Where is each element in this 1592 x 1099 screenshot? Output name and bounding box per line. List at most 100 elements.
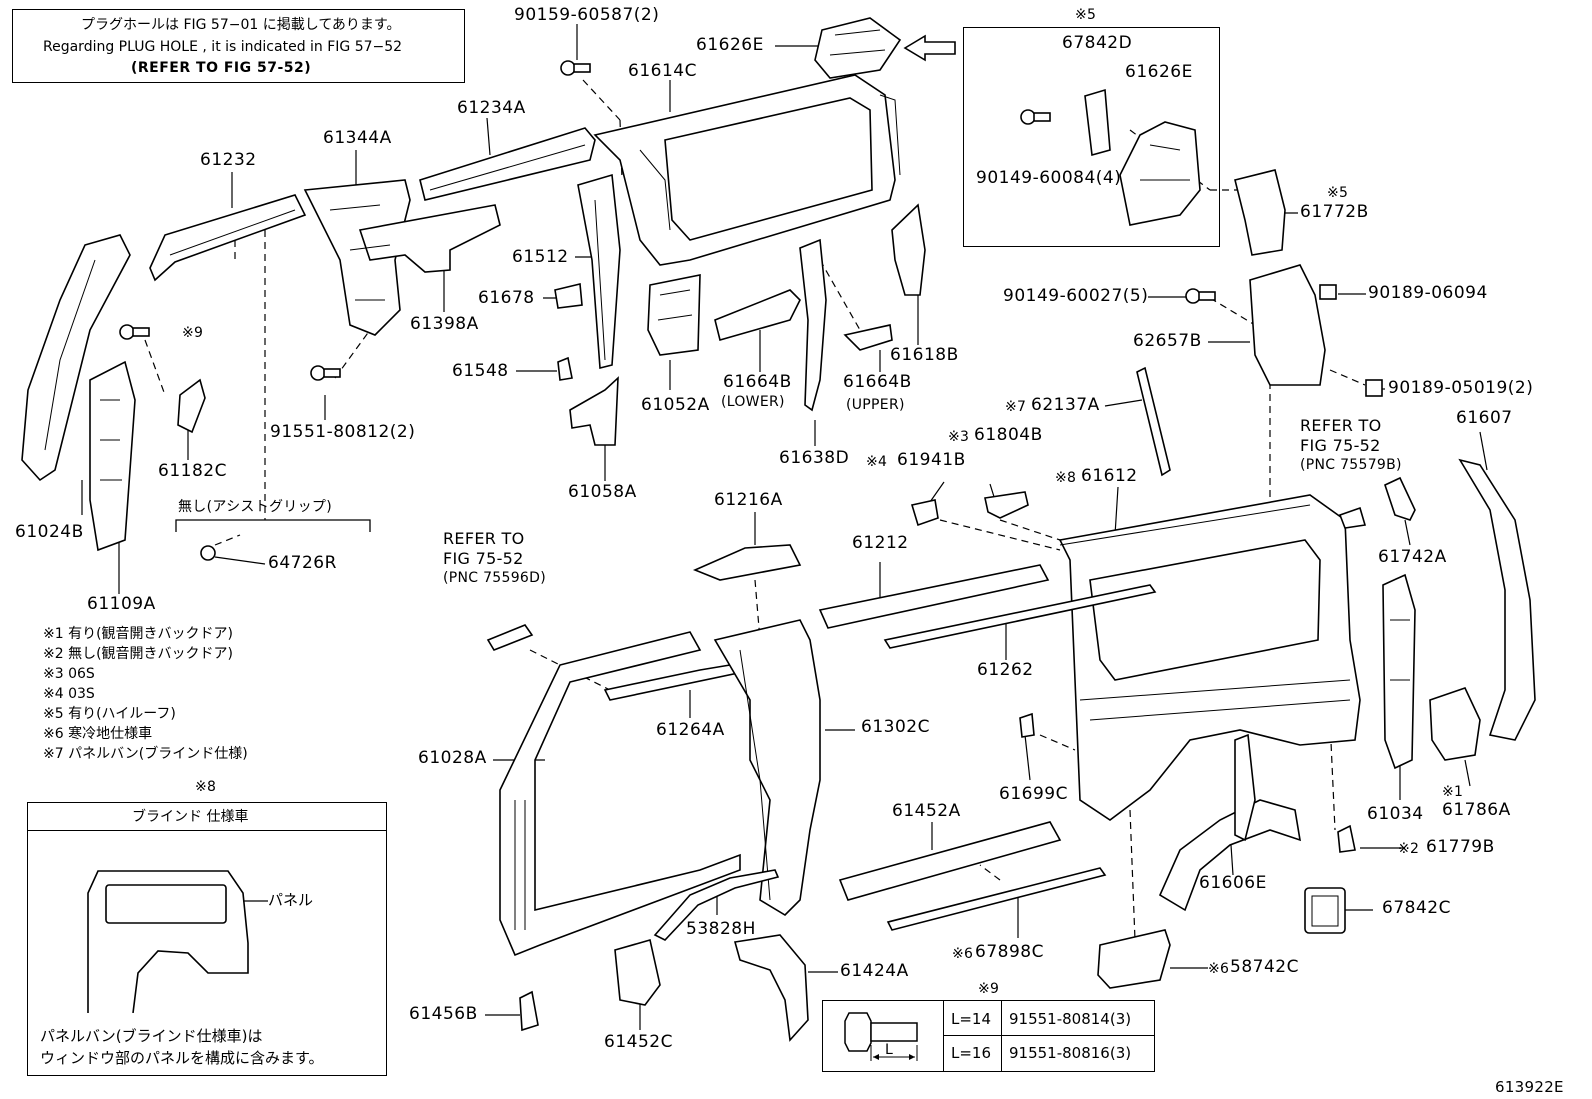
part-67842D[interactable]: 67842D <box>1062 33 1133 53</box>
part-61664B-upper[interactable]: 61664B <box>843 372 912 392</box>
part-61512[interactable]: 61512 <box>512 247 569 267</box>
bolt-table-vdivider <box>1001 1001 1002 1071</box>
bolt-dim-label: L <box>885 1042 893 1058</box>
refer-a-line2: FIG 75-52 <box>1300 436 1381 455</box>
part-90189-06094[interactable]: 90189-06094 <box>1368 283 1488 303</box>
part-61941B[interactable]: 61941B <box>897 450 966 470</box>
part-61109A[interactable]: 61109A <box>87 594 156 614</box>
part-61678[interactable]: 61678 <box>478 288 535 308</box>
bolt-row-2-part[interactable]: 91551-80816(3) <box>1009 1044 1132 1062</box>
mark-3: ※3 <box>948 429 970 445</box>
bolt-table-vdivider <box>943 1001 944 1071</box>
plug-hole-note-refer: (REFER TO FIG 57-52) <box>131 60 312 76</box>
high-roof-box <box>963 27 1220 247</box>
part-91551-80812[interactable]: 91551-80812(2) <box>270 422 416 442</box>
mark-5-61772B: ※5 <box>1327 185 1349 201</box>
part-90149-60027[interactable]: 90149-60027(5) <box>1003 286 1149 306</box>
part-61398A[interactable]: 61398A <box>410 314 479 334</box>
mark-6-58742C: ※6 <box>1208 961 1230 977</box>
bolt-table: L L=14 91551-80814(3) L=16 91551-80816(3… <box>822 1000 1155 1072</box>
qualifier-upper: (UPPER) <box>846 397 905 413</box>
part-90149-60084[interactable]: 90149-60084(4) <box>976 168 1122 188</box>
blind-box-note-1: パネルバン(ブラインド仕様車)は <box>40 1027 263 1045</box>
part-61028A[interactable]: 61028A <box>418 748 487 768</box>
part-61548[interactable]: 61548 <box>452 361 509 381</box>
van-side-icon <box>87 870 268 1013</box>
part-61664B-lower[interactable]: 61664B <box>723 372 792 392</box>
bolt-icon <box>844 1012 918 1061</box>
part-61302C[interactable]: 61302C <box>861 717 930 737</box>
qualifier-lower: (LOWER) <box>721 394 785 410</box>
mark-2: ※2 <box>1398 841 1420 857</box>
assist-grip-note: 無し(アシストグリップ) <box>178 499 332 515</box>
refer-b-line2: FIG 75-52 <box>443 549 524 568</box>
part-61779B[interactable]: 61779B <box>1426 837 1495 857</box>
part-61232[interactable]: 61232 <box>200 150 257 170</box>
part-61058A[interactable]: 61058A <box>568 482 637 502</box>
part-61052A[interactable]: 61052A <box>641 395 710 415</box>
part-61424A[interactable]: 61424A <box>840 961 909 981</box>
legend-item: ※1 有り(観音開きバックドア) <box>43 626 234 642</box>
part-61612[interactable]: 61612 <box>1081 466 1138 486</box>
part-61182C[interactable]: 61182C <box>158 461 227 481</box>
part-61452A[interactable]: 61452A <box>892 801 961 821</box>
legend-item: ※4 03S <box>43 686 95 702</box>
legend-item: ※7 パネルバン(ブラインド仕様) <box>43 746 248 762</box>
legend-item: ※3 06S <box>43 666 95 682</box>
part-61212[interactable]: 61212 <box>852 533 909 553</box>
part-61216A[interactable]: 61216A <box>714 490 783 510</box>
part-61772B[interactable]: 61772B <box>1300 202 1369 222</box>
part-58742C[interactable]: 58742C <box>1230 957 1299 977</box>
part-53828H[interactable]: 53828H <box>686 919 756 939</box>
part-61626E-high-roof[interactable]: 61626E <box>1125 62 1193 82</box>
part-61614C[interactable]: 61614C <box>628 61 697 81</box>
blind-box-divider <box>28 830 386 831</box>
part-61234A[interactable]: 61234A <box>457 98 526 118</box>
part-90159-60587[interactable]: 90159-60587(2) <box>514 5 660 25</box>
refer-a-line1: REFER TO <box>1300 416 1382 435</box>
part-67898C[interactable]: 67898C <box>975 942 1044 962</box>
part-61024B[interactable]: 61024B <box>15 522 84 542</box>
bolt-table-mark: ※9 <box>978 981 1000 997</box>
part-61262[interactable]: 61262 <box>977 660 1034 680</box>
legend-item: ※2 無し(観音開きバックドア) <box>43 646 234 662</box>
legend-item: ※6 寒冷地仕様車 <box>43 726 153 742</box>
part-62137A[interactable]: 62137A <box>1031 395 1100 415</box>
blind-spec-box: ブラインド 仕様車 パネル パネルバン(ブラインド仕様車)は ウィンドウ部のパネ… <box>27 802 387 1076</box>
part-61742A[interactable]: 61742A <box>1378 547 1447 567</box>
mark-1: ※1 <box>1442 784 1464 800</box>
part-64726R[interactable]: 64726R <box>268 553 337 573</box>
bolt-row-2-length: L=16 <box>951 1044 992 1062</box>
part-61607[interactable]: 61607 <box>1456 408 1513 428</box>
blind-box-mark: ※8 <box>195 779 217 795</box>
part-61638D[interactable]: 61638D <box>779 448 850 468</box>
legend-item: ※5 有り(ハイルーフ) <box>43 706 176 722</box>
part-61804B[interactable]: 61804B <box>974 425 1043 445</box>
part-61034[interactable]: 61034 <box>1367 804 1424 824</box>
part-62657B[interactable]: 62657B <box>1133 331 1202 351</box>
part-61344A[interactable]: 61344A <box>323 128 392 148</box>
plug-hole-note: プラグホールは FIG 57−01 に掲載してあります。 Regarding P… <box>12 9 465 83</box>
part-61626E[interactable]: 61626E <box>696 35 764 55</box>
part-61606E[interactable]: 61606E <box>1199 873 1267 893</box>
refer-b-line1: REFER TO <box>443 529 525 548</box>
part-61264A[interactable]: 61264A <box>656 720 725 740</box>
mark-9-bolt: ※9 <box>182 325 204 341</box>
mark-6-67898C: ※6 <box>952 946 974 962</box>
refer-b-line3: (PNC 75596D) <box>443 570 546 586</box>
part-61456B[interactable]: 61456B <box>409 1004 478 1024</box>
part-61452C[interactable]: 61452C <box>604 1032 673 1052</box>
bolt-row-1-part[interactable]: 91551-80814(3) <box>1009 1010 1132 1028</box>
part-shapes <box>21 17 1536 1042</box>
figure-number: 613922E <box>1495 1078 1564 1096</box>
part-61618B[interactable]: 61618B <box>890 345 959 365</box>
part-61786A[interactable]: 61786A <box>1442 800 1511 820</box>
part-90189-05019[interactable]: 90189-05019(2) <box>1388 378 1534 398</box>
part-61699C[interactable]: 61699C <box>999 784 1068 804</box>
mark-8: ※8 <box>1055 470 1077 486</box>
blind-box-note-2: ウィンドウ部のパネルを構成に含みます。 <box>40 1049 324 1067</box>
part-67842C[interactable]: 67842C <box>1382 898 1451 918</box>
refer-a-line3: (PNC 75579B) <box>1300 457 1402 473</box>
